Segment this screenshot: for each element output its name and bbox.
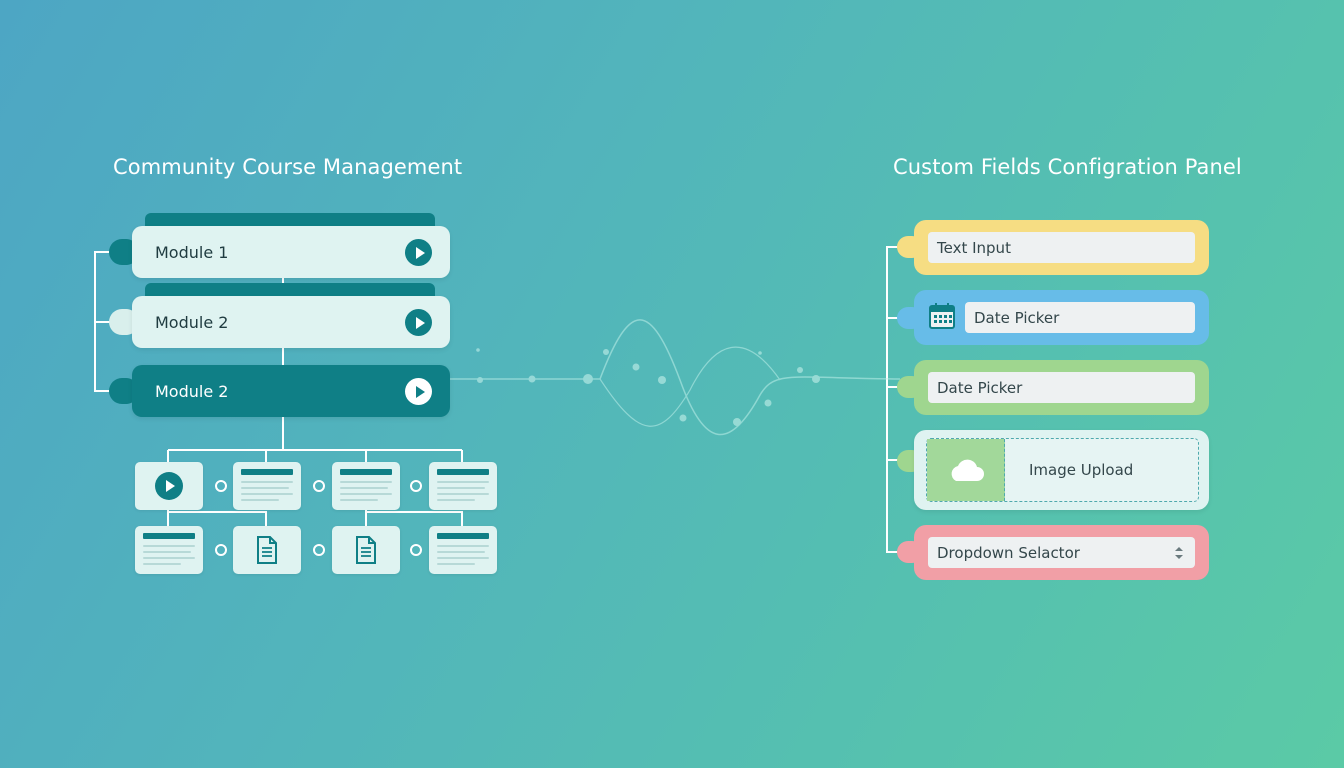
lesson-link-dot: [313, 480, 325, 492]
module-item-2[interactable]: Module 2: [132, 296, 450, 348]
course-panel-title: Community Course Management: [113, 155, 463, 179]
field-label: Image Upload: [1029, 461, 1134, 479]
module-tab: [145, 283, 435, 297]
lesson-card-document[interactable]: [332, 526, 400, 574]
date-picker-field[interactable]: Date Picker: [928, 372, 1195, 403]
field-text-input[interactable]: Text Input: [914, 220, 1209, 275]
lesson-link-dot: [215, 480, 227, 492]
field-date-picker-icon[interactable]: Date Picker: [914, 290, 1209, 345]
text-lines-icon: [437, 533, 489, 539]
field-label: Date Picker: [937, 378, 1023, 397]
updown-chevron-icon[interactable]: [1173, 545, 1185, 561]
image-upload-dropzone[interactable]: Image Upload: [926, 438, 1199, 502]
field-dropdown[interactable]: Dropdown Selactor: [914, 525, 1209, 580]
dropdown-selector[interactable]: Dropdown Selactor: [928, 537, 1195, 568]
text-lines-icon: [241, 469, 293, 475]
calendar-icon: [929, 303, 955, 329]
play-icon[interactable]: [405, 378, 432, 405]
field-label: Date Picker: [974, 308, 1060, 327]
module-item-1[interactable]: Module 1: [132, 226, 450, 278]
fields-panel-title: Custom Fields Configration Panel: [893, 155, 1242, 179]
image-thumbnail: [927, 439, 1005, 501]
text-lines-icon: [340, 469, 392, 475]
video-play-icon: [155, 472, 183, 500]
lesson-card-text[interactable]: [332, 462, 400, 510]
module-tab: [145, 213, 435, 227]
lesson-card-document[interactable]: [233, 526, 301, 574]
lesson-card-text[interactable]: [429, 526, 497, 574]
lesson-card-text[interactable]: [429, 462, 497, 510]
text-lines-icon: [143, 533, 195, 539]
play-icon[interactable]: [405, 309, 432, 336]
lesson-card-text[interactable]: [135, 526, 203, 574]
field-label: Dropdown Selactor: [937, 543, 1080, 562]
module-label: Module 2: [155, 381, 229, 401]
lesson-link-dot: [215, 544, 227, 556]
field-image-upload[interactable]: Image Upload: [914, 430, 1209, 510]
module-label: Module 2: [155, 312, 229, 332]
date-picker-field[interactable]: Date Picker: [965, 302, 1195, 333]
lesson-card-video[interactable]: [135, 462, 203, 510]
text-input-field[interactable]: Text Input: [928, 232, 1195, 263]
text-lines-icon: [437, 469, 489, 475]
cloud-icon: [951, 459, 984, 481]
document-icon: [257, 536, 277, 564]
play-icon[interactable]: [405, 239, 432, 266]
module-label: Module 1: [155, 242, 229, 262]
lesson-link-dot: [410, 480, 422, 492]
module-item-3-active[interactable]: Module 2: [132, 365, 450, 417]
lesson-link-dot: [410, 544, 422, 556]
lesson-card-text[interactable]: [233, 462, 301, 510]
wave-decoration: [450, 319, 901, 436]
document-icon: [356, 536, 376, 564]
field-label: Text Input: [937, 238, 1011, 257]
lesson-link-dot: [313, 544, 325, 556]
field-date-picker[interactable]: Date Picker: [914, 360, 1209, 415]
